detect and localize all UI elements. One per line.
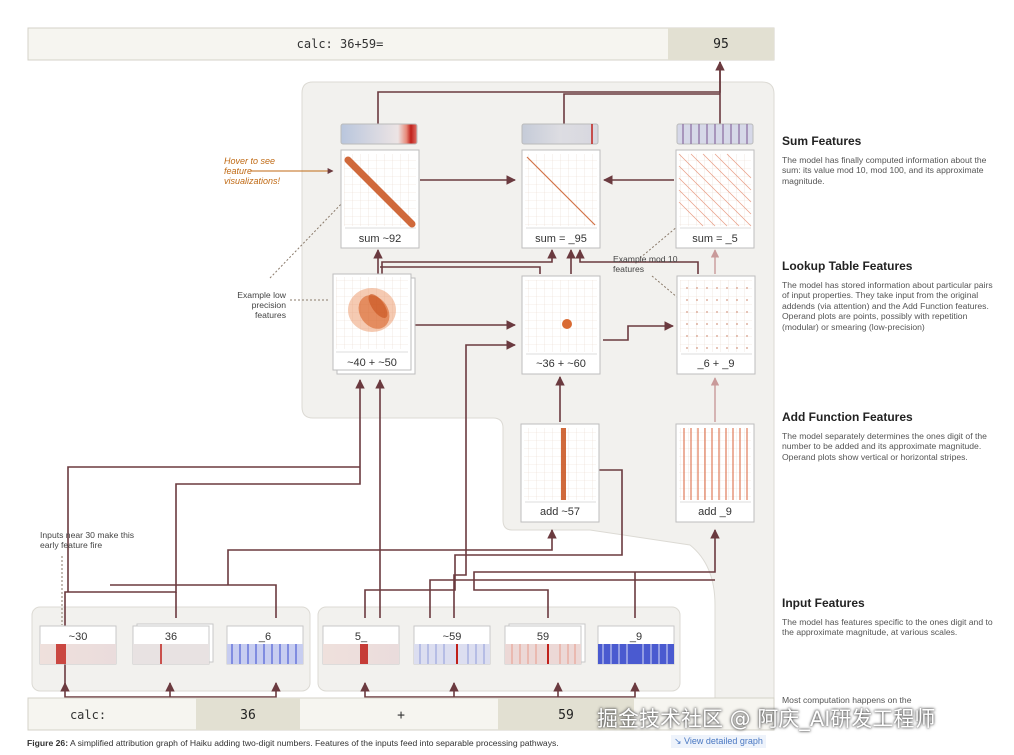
section-add-body: The model separately determines the ones…: [782, 431, 987, 462]
input-6-node[interactable]: _6: [226, 625, 304, 665]
lookup-36-60-node[interactable]: ~36 + ~60: [521, 275, 601, 375]
input-59a-node[interactable]: ~59: [413, 625, 491, 665]
input-5-label: 5_: [355, 631, 368, 643]
add57-label: add ~57: [540, 506, 580, 518]
token-59: 59: [558, 708, 574, 723]
section-sum-features: Sum Features The model has finally compu…: [782, 134, 997, 186]
hover-annotation: Hover to see feature visualizations!: [224, 156, 281, 186]
section-lookup-features: Lookup Table Features The model has stor…: [782, 259, 997, 332]
edge-token59-to-9: [558, 682, 640, 698]
bottom-note: Most computation happens on the: [782, 695, 912, 705]
token-36: 36: [240, 708, 256, 723]
watermark: 掘金技术社区 @ 阿庆_AI研发工程师: [597, 707, 936, 731]
input-6-label: _6: [258, 631, 271, 643]
add9-label: add _9: [698, 506, 732, 518]
mod10-annotation: Example mod 10 features: [613, 254, 678, 274]
sum92-node[interactable]: sum ~92: [340, 149, 420, 249]
input-36-node[interactable]: 36: [132, 623, 214, 665]
section-input-features: Input Features The model has features sp…: [782, 596, 997, 638]
sum5-label: sum = _5: [692, 233, 738, 245]
leader-mod10: [639, 225, 679, 259]
sum95-node[interactable]: sum = _95: [521, 149, 601, 249]
input-30-label: ~30: [69, 631, 88, 643]
lookup-36-60-label: ~36 + ~60: [536, 358, 586, 370]
section-sum-title: Sum Features: [782, 134, 862, 148]
section-input-body: The model has features specific to the o…: [782, 617, 993, 638]
caption-label: Figure 26:: [27, 738, 69, 748]
edge-lookup2-to-sum92: [380, 266, 541, 274]
answer-text: 95: [713, 37, 729, 52]
edge-lookup1-to-sum95: [381, 249, 557, 274]
section-input-title: Input Features: [782, 596, 865, 610]
token-59-cell: [498, 698, 634, 730]
sum92-strip: [340, 123, 418, 145]
token-plus: +: [397, 708, 405, 723]
caption-text: A simplified attribution graph of Haiku …: [68, 738, 559, 748]
sum95-strip: [521, 123, 599, 145]
edge-36-to-add57: [227, 529, 557, 585]
section-lookup-title: Lookup Table Features: [782, 259, 913, 273]
edge-6-bus: [110, 584, 277, 618]
top-prompt-bar: [27, 27, 775, 61]
input-59b-node[interactable]: 59: [504, 623, 586, 665]
input-30-node[interactable]: ~30: [39, 625, 117, 665]
sum92-label: sum ~92: [359, 233, 402, 245]
low-precision-annotation: Example low precision features: [237, 290, 286, 320]
edge-token36-to-30: [60, 682, 276, 698]
sum95-label: sum = _95: [535, 233, 587, 245]
input-59b-label: 59: [537, 631, 549, 643]
edge-59b-to-add9: [473, 529, 720, 618]
add9-node[interactable]: add _9: [675, 423, 755, 523]
edge-59-bus: [429, 579, 715, 618]
lookup-6-9-node[interactable]: _6 + _9: [676, 275, 756, 375]
edge-lookup2-to-lookup3: [603, 321, 674, 341]
edge-token59-to-5: [360, 682, 558, 698]
edge-30-to-lookup1-b: [67, 466, 360, 592]
input-5-node[interactable]: 5_: [322, 625, 400, 665]
figure-caption: Figure 26: A simplified attribution grap…: [27, 738, 559, 748]
edge-lookup3-to-sum95: [575, 249, 699, 274]
processing-panel: [301, 81, 775, 729]
input-9-label: _9: [629, 631, 642, 643]
edge-5-to-add: [364, 469, 623, 618]
lookup-6-9-label: _6 + _9: [696, 358, 734, 370]
lookup-40-50-label: ~40 + ~50: [347, 357, 397, 369]
input-9-node[interactable]: _9: [597, 625, 675, 665]
input-59a-label: ~59: [443, 631, 462, 643]
input-36-label: 36: [165, 631, 177, 643]
answer-cell: [668, 28, 774, 60]
token-calc: calc:: [70, 708, 106, 722]
input-group-59-panel: [317, 606, 681, 692]
add57-node[interactable]: add ~57: [520, 423, 600, 523]
token-36-cell: [196, 698, 300, 730]
section-add-title: Add Function Features: [782, 410, 913, 424]
edge-59-to-lookup2: [453, 340, 516, 618]
bottom-prompt-bar: [27, 697, 775, 731]
inputs30-annotation: Inputs near 30 make this early feature f…: [40, 530, 135, 550]
section-lookup-body: The model has stored information about p…: [782, 280, 993, 332]
view-detailed-graph-link[interactable]: ↘ View detailed graph: [671, 735, 766, 748]
section-sum-body: The model has finally computed informati…: [782, 155, 987, 186]
lookup-40-50-node[interactable]: ~40 + ~50: [332, 273, 416, 375]
sum5-node[interactable]: sum = _5: [675, 149, 755, 249]
top-prompt-text: calc: 36+59=: [297, 37, 384, 51]
section-add-features: Add Function Features The model separate…: [782, 410, 997, 462]
edge-sum95-to-answer: [563, 93, 720, 124]
